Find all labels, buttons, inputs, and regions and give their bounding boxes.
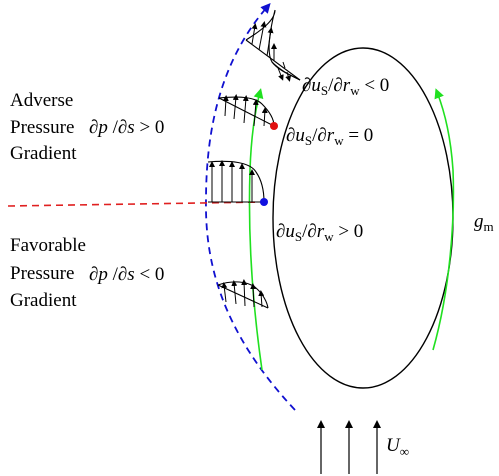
- adverse-label-line3: Gradient: [10, 143, 77, 164]
- favorable-label-line3: Gradient: [10, 290, 77, 311]
- freestream-label: U∞: [386, 435, 409, 459]
- velocity-profile-attached: [207, 160, 265, 203]
- stagnation-line: [7, 201, 265, 207]
- pressure-gradient-positive: ∂p /∂s > 0: [89, 117, 164, 138]
- body-ellipse: [272, 47, 454, 389]
- velocity-profile-separation: [218, 94, 275, 127]
- wall-shear-positive: ∂uS/∂rw > 0: [276, 221, 363, 244]
- favorable-label-line2: Pressure: [10, 263, 74, 284]
- favorable-label-line1: Favorable: [10, 235, 86, 256]
- adverse-label-line1: Adverse: [10, 90, 73, 111]
- circulation-arrow-left: [248, 88, 264, 371]
- stagnation-point: [260, 198, 268, 206]
- separation-point: [270, 122, 278, 130]
- freestream-arrows: [317, 420, 381, 474]
- wall-shear-zero: ∂uS/∂rw = 0: [286, 125, 373, 148]
- pressure-gradient-negative: ∂p /∂s < 0: [89, 264, 164, 285]
- wall-shear-negative: ∂uS/∂rw < 0: [302, 75, 389, 98]
- velocity-profile-reversed: [245, 9, 301, 82]
- circulation-label: gm: [474, 211, 494, 234]
- outer-streamline: [205, 2, 296, 411]
- velocity-profile-favorable: [217, 279, 269, 309]
- circulation-arrow-right: [432, 88, 455, 351]
- adverse-label-line2: Pressure: [10, 117, 74, 138]
